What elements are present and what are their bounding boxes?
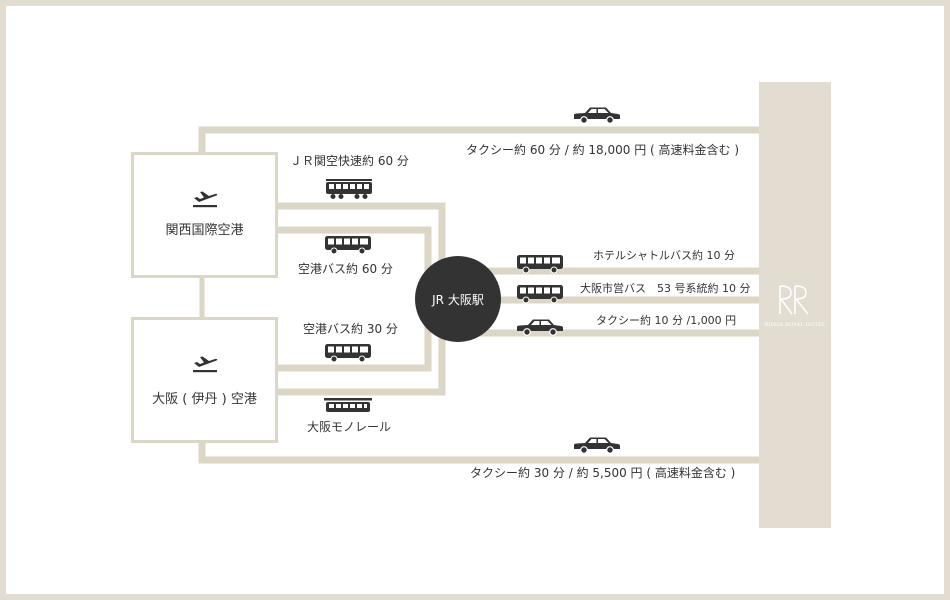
bus-icon	[517, 285, 563, 304]
kansai-airport-box: 関西国際空港	[131, 152, 278, 278]
route-label-itami-taxi: タクシー約 30 分 / 約 5,500 円 ( 高速料金含む )	[470, 466, 736, 480]
monorail-icon	[324, 398, 372, 412]
route-label-itami-bus: 空港バス約 30 分	[303, 322, 398, 336]
itami-airport-box: 大阪 ( 伊丹 ) 空港	[131, 317, 278, 443]
bus-icon	[325, 236, 371, 255]
airplane-departure-icon	[192, 191, 217, 208]
route-label-kansai-bus: 空港バス約 60 分	[298, 262, 393, 276]
train-icon	[326, 179, 372, 199]
route-label-itami-monorail: 大阪モノレール	[307, 420, 392, 434]
route-line-kansai-taxi	[198, 126, 760, 154]
route-label-station-shuttle: ホテルシャトルバス約 10 分	[593, 249, 735, 262]
bus-icon	[325, 344, 371, 363]
route-label-station-citybus: 大阪市営バス 53 号系統約 10 分	[580, 282, 751, 295]
route-label-kansai-jr: ＪＲ関空快速約 60 分	[290, 154, 409, 168]
taxi-icon	[574, 107, 620, 124]
hotel-logo-text: RIHGA ROYAL HOTEL	[764, 322, 826, 328]
kansai-airport-name: 関西国際空港	[165, 223, 244, 238]
hotel-logo-mark	[779, 285, 809, 315]
route-label-station-taxi: タクシー約 10 分 /1,000 円	[596, 314, 737, 327]
route-label-kansai-taxi: タクシー約 60 分 / 約 18,000 円 ( 高速料金含む )	[466, 143, 739, 157]
route-line-itami-taxi	[198, 440, 760, 464]
taxi-icon	[574, 437, 620, 454]
bus-icon	[517, 255, 563, 274]
taxi-icon	[517, 319, 563, 336]
jr-osaka-station: JR 大阪駅	[415, 256, 501, 342]
hub-name: JR 大阪駅	[432, 292, 484, 307]
itami-airport-name: 大阪 ( 伊丹 ) 空港	[152, 392, 257, 407]
airplane-departure-icon	[192, 356, 217, 373]
rihga-royal-hotel: RIHGA ROYAL HOTEL	[759, 82, 831, 528]
